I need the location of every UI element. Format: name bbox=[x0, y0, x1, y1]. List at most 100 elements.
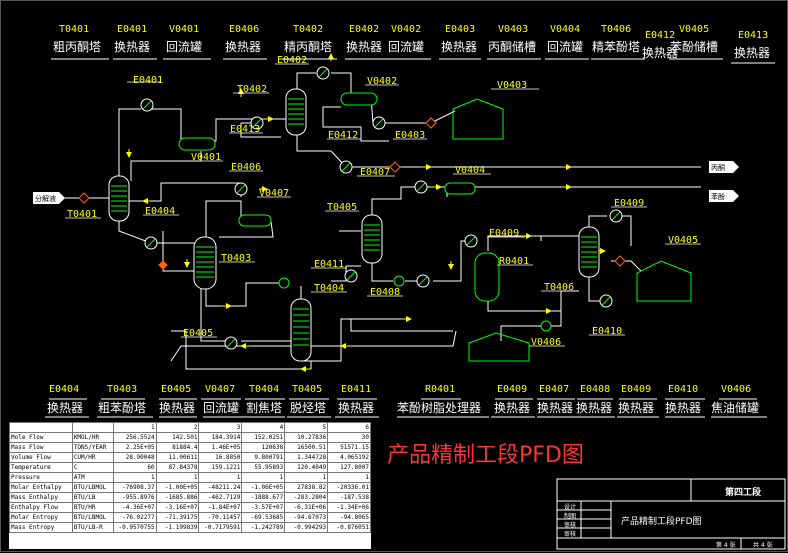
legend-name: 丙酮储槽 bbox=[488, 40, 537, 54]
company-name: 第四工段 bbox=[725, 488, 762, 498]
stream-table-cell: -71.39175 bbox=[155, 512, 200, 523]
stream-table-cell: Mass Flow bbox=[9, 442, 73, 453]
exchanger-E0409a bbox=[464, 234, 478, 248]
legend-tag: T0405 bbox=[292, 384, 323, 395]
legend-name: 回流罐 bbox=[166, 40, 203, 54]
stream-table-cell: -0.876051 bbox=[327, 522, 371, 533]
stream-table-cell: -76908.37 bbox=[112, 482, 157, 493]
stream-table-cell: 60 bbox=[112, 462, 157, 473]
legend-name: 粗苯酚塔 bbox=[98, 401, 147, 415]
stream-table-cell: -283.2804 bbox=[284, 492, 329, 503]
diag-label: V0402 bbox=[367, 76, 398, 87]
stream-table-cell: -3.16E+07 bbox=[155, 502, 200, 513]
diag-label: E0405 bbox=[183, 328, 214, 339]
legend-name: 精苯酚塔 bbox=[592, 40, 641, 54]
flow-arrows bbox=[126, 53, 606, 372]
legend-tag: E0401 bbox=[117, 24, 148, 35]
legend-tag: E0410 bbox=[668, 384, 699, 395]
stream-table-cell: -0.9570755 bbox=[112, 522, 157, 533]
diag-label: V0404 bbox=[455, 165, 486, 176]
legend-name: 回流罐 bbox=[203, 401, 240, 415]
diag-label: V0405 bbox=[668, 235, 699, 246]
stream-table-cell: 152.0251 bbox=[241, 432, 286, 443]
legend-tag: V0404 bbox=[550, 24, 581, 35]
diag-label: T0403 bbox=[221, 253, 252, 264]
stream-table-cell: 9.800791 bbox=[241, 452, 286, 463]
stream-table-cell: -76.02277 bbox=[112, 512, 157, 523]
diag-label: V0407 bbox=[259, 188, 290, 199]
diag-label: V0406 bbox=[531, 337, 562, 348]
legend-tag: E0406 bbox=[229, 24, 260, 35]
stream-table-cell: C bbox=[71, 462, 114, 473]
stream-table-cell: 120638 bbox=[241, 442, 286, 453]
exchanger-E0402 bbox=[316, 66, 330, 80]
drum-V0402 bbox=[340, 92, 378, 106]
legend-tag: V0406 bbox=[721, 384, 752, 395]
stream-table-cell: 11.00611 bbox=[155, 452, 200, 463]
stream-table-cell: Temperature bbox=[9, 462, 73, 473]
exchanger-E0408 bbox=[416, 274, 430, 288]
legend-tag: E0408 bbox=[580, 384, 611, 395]
stream-table-cell: 27838.82 bbox=[284, 482, 329, 493]
legend-tag: T0404 bbox=[249, 384, 280, 395]
legend-tag: V0402 bbox=[391, 24, 422, 35]
diag-label: E0406 bbox=[231, 162, 262, 173]
legend-tag: E0402 bbox=[349, 24, 380, 35]
stream-header-cell: 1 bbox=[112, 422, 157, 433]
legend-name: 换热器 bbox=[642, 46, 679, 60]
legend-name: 换热器 bbox=[114, 40, 151, 54]
stream-table-cell: -1.34E+06 bbox=[327, 502, 371, 513]
pumps bbox=[278, 275, 552, 332]
stream-table-cell: KMOL/HR bbox=[71, 432, 114, 443]
legend-name: 脱烃塔 bbox=[290, 401, 327, 415]
diag-label: T0406 bbox=[544, 282, 575, 293]
stream-header-cell bbox=[9, 422, 73, 433]
column-T0401 bbox=[108, 175, 130, 222]
legend-name: 换热器 bbox=[159, 401, 196, 415]
stream-table-cell: 1.46E+05 bbox=[198, 442, 243, 453]
stream-table-cell: 1 bbox=[198, 472, 243, 483]
stream-table-cell: Volume Flow bbox=[9, 452, 73, 463]
exchanger-E0412 bbox=[339, 160, 353, 174]
stream-table-cell: 16.8850 bbox=[198, 452, 243, 463]
stream-table-cell: BTU/LB bbox=[71, 492, 114, 503]
stream-header-cell bbox=[71, 422, 114, 433]
stream-table-cell: 1 bbox=[241, 472, 286, 483]
stream-table-cell: Mass Entropy bbox=[9, 522, 73, 533]
stream-table-cell: -955.8976 bbox=[112, 492, 157, 503]
stream-table-cell: -69.53685 bbox=[241, 512, 286, 523]
diag-label: E0410 bbox=[592, 326, 623, 337]
drum-V0407 bbox=[238, 214, 272, 227]
stream-header-cell: 2 bbox=[155, 422, 200, 433]
stream-table-cell: -1.84E+07 bbox=[198, 502, 243, 513]
diag-label: T0402 bbox=[237, 84, 268, 95]
legend-name: 焦油储罐 bbox=[711, 401, 760, 415]
stream-table-cell: CUM/HR bbox=[71, 452, 114, 463]
stream-table-cell: 120.4049 bbox=[284, 462, 329, 473]
exchanger-E0407 bbox=[414, 180, 428, 194]
legend-tag: T0401 bbox=[59, 24, 90, 35]
diag-label: E0407 bbox=[360, 167, 391, 178]
stream-table-cell: -1.242789 bbox=[241, 522, 286, 533]
tank-V0405 bbox=[636, 260, 692, 302]
stream-table-cell: Molar Enthalpy bbox=[9, 482, 73, 493]
stream-table-cell: 16500.51 bbox=[284, 442, 329, 453]
role-drafting: 制图 bbox=[564, 513, 577, 520]
exchanger-E0409b bbox=[609, 209, 623, 223]
stream-table-cell: 2.25E+05 bbox=[112, 442, 157, 453]
column-T0403 bbox=[193, 236, 217, 290]
tank-V0406 bbox=[468, 332, 530, 362]
stream-table-cell: 28.90048 bbox=[112, 452, 157, 463]
stream-table-cell: -94.67073 bbox=[284, 512, 329, 523]
role-design: 设计 bbox=[564, 504, 577, 511]
stream-table-cell: 55.95893 bbox=[241, 462, 286, 473]
stream-table-cell: 10.27836 bbox=[284, 432, 329, 443]
legend-name: 精丙酮塔 bbox=[284, 40, 333, 54]
legend-tag: T0402 bbox=[293, 24, 324, 35]
stream-table-cell: 1 bbox=[155, 472, 200, 483]
